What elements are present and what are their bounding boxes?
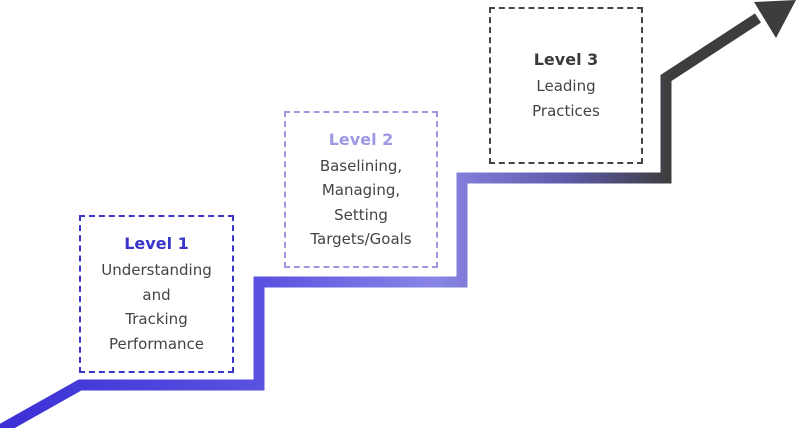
level-2-line-1: Baselining, (319, 156, 403, 175)
level-1-title: Level 1 (124, 234, 189, 253)
level-1-line-3: Tracking (125, 310, 188, 328)
level-2-title: Level 2 (328, 129, 394, 149)
level-1-line-1: Understanding (101, 261, 212, 279)
level-1-box: Level 1 Understanding and Tracking Perfo… (79, 215, 234, 373)
staircase-path (0, 13, 762, 428)
level-3-line-2: Practices (532, 101, 600, 120)
level-3-box: Level 3 Leading Practices (489, 7, 643, 164)
level-3-title: Level 3 (533, 50, 599, 69)
level-2-line-3: Setting (334, 205, 388, 224)
arrow-head-icon (754, 0, 796, 38)
level-2-box: Level 2 Baselining, Managing, Setting Ta… (284, 111, 438, 268)
level-1-line-4: Performance (108, 334, 205, 353)
level-1-line-2: and (142, 285, 171, 304)
level-3-line-1: Leading (536, 77, 596, 95)
level-2-line-4: Targets/Goals (310, 230, 412, 248)
level-2-line-2: Managing, (321, 181, 401, 199)
